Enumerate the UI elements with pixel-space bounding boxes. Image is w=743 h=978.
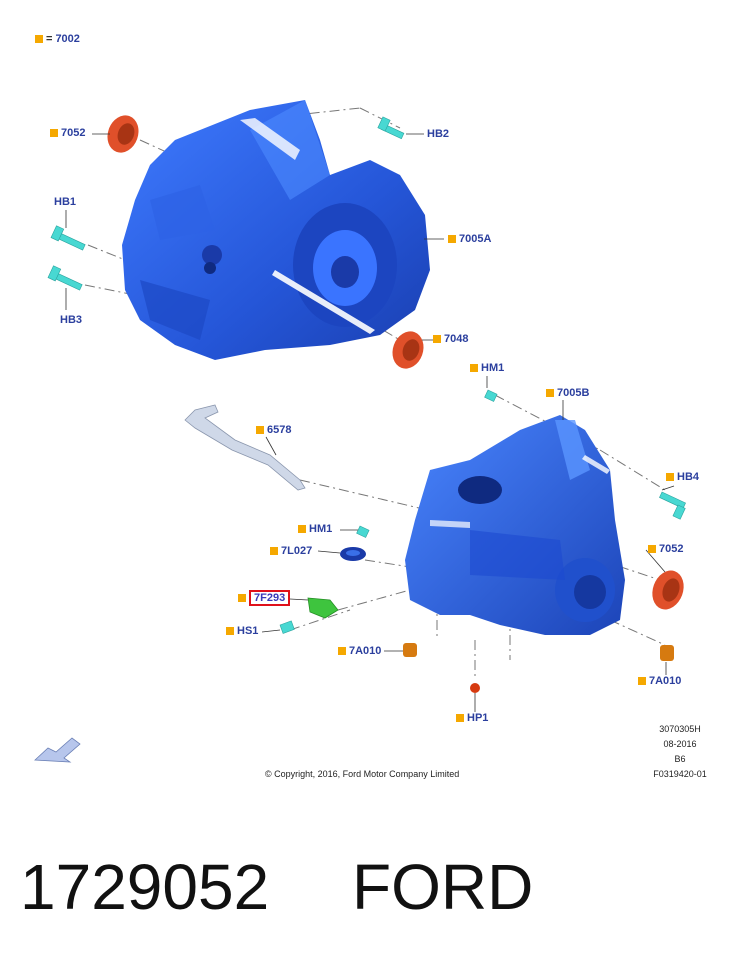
copyright: © Copyright, 2016, Ford Motor Company Li… xyxy=(265,769,460,779)
plug-hp1 xyxy=(470,683,480,693)
label-text: 7005B xyxy=(557,387,590,399)
marker-icon xyxy=(35,35,43,43)
sensor-7f293 xyxy=(307,597,339,619)
bolt-hb4 xyxy=(659,491,686,520)
label-6578[interactable]: 6578 xyxy=(256,424,291,436)
label-text: HB3 xyxy=(60,314,83,326)
legend-eq: = xyxy=(46,33,53,45)
ref-variant: B6 xyxy=(674,754,686,764)
bolt-hm1-mid xyxy=(356,525,370,538)
marker-icon xyxy=(456,714,464,722)
marker-icon xyxy=(238,594,246,602)
marker-icon xyxy=(256,426,264,434)
marker-icon xyxy=(270,547,278,555)
marker-icon xyxy=(666,473,674,481)
brand: FORD xyxy=(352,851,534,923)
direction-arrow-icon xyxy=(34,737,81,763)
label-text: HP1 xyxy=(467,712,489,724)
legend-code: 7002 xyxy=(55,33,80,45)
marker-icon xyxy=(226,627,234,635)
bolt-hb3 xyxy=(47,265,83,291)
marker-icon xyxy=(470,364,478,372)
leader-lines xyxy=(65,133,675,712)
label-text: 7048 xyxy=(444,333,469,345)
label-text: HB4 xyxy=(677,471,700,483)
label-text: HS1 xyxy=(237,625,259,637)
marker-icon xyxy=(546,389,554,397)
label-text: HB1 xyxy=(54,196,77,208)
label-text-highlighted: 7F293 xyxy=(249,590,291,606)
marker-icon xyxy=(433,335,441,343)
bolts xyxy=(47,116,686,634)
label-text: 7005A xyxy=(459,233,492,245)
label-hb1[interactable]: HB1 xyxy=(54,196,76,208)
plug-7a010-left xyxy=(403,643,417,657)
bolt-hs1 xyxy=(279,620,295,634)
label-text: HM1 xyxy=(481,362,505,374)
bolt-hb2 xyxy=(377,116,405,140)
reference-block: 3070305H 08-2016 B6 F0319420-01 xyxy=(640,722,720,782)
label-7a010-right[interactable]: 7A010 xyxy=(638,675,681,687)
ref-date: 08-2016 xyxy=(663,739,697,749)
label-hb2[interactable]: HB2 xyxy=(427,128,449,140)
marker-icon xyxy=(448,235,456,243)
label-7l027[interactable]: 7L027 xyxy=(270,545,312,557)
seal-7048 xyxy=(392,331,424,369)
gearbox-housing-7005b xyxy=(405,415,625,635)
label-hs1[interactable]: HS1 xyxy=(226,625,258,637)
label-hb4[interactable]: HB4 xyxy=(666,471,699,483)
label-7005a[interactable]: 7005A xyxy=(448,233,491,245)
marker-icon xyxy=(338,647,346,655)
label-7052-top[interactable]: 7052 xyxy=(50,127,85,139)
label-text: 7A010 xyxy=(349,645,382,657)
label-7a010-left[interactable]: 7A010 xyxy=(338,645,381,657)
marker-icon xyxy=(648,545,656,553)
shift-rod-6578 xyxy=(184,404,306,491)
label-7005b[interactable]: 7005B xyxy=(546,387,589,399)
marker-icon xyxy=(50,129,58,137)
ref-number: 3070305H xyxy=(659,724,701,734)
label-7048[interactable]: 7048 xyxy=(433,333,468,345)
label-hm1-top[interactable]: HM1 xyxy=(470,362,504,374)
bolt-hb1 xyxy=(50,225,86,251)
label-text: 7052 xyxy=(659,543,684,555)
label-text: 7052 xyxy=(61,127,86,139)
label-7052-right[interactable]: 7052 xyxy=(648,543,683,555)
legend: = 7002 xyxy=(35,33,80,45)
label-text: HM1 xyxy=(309,523,333,535)
seal-7052-top xyxy=(107,115,139,153)
label-text: 7A010 xyxy=(649,675,682,687)
plug-7a010-right xyxy=(660,645,674,661)
bolt-hm1-top xyxy=(484,389,498,402)
seal-7l027 xyxy=(340,547,366,561)
bell-housing-7005a xyxy=(122,100,430,360)
label-7f293[interactable]: 7F293 xyxy=(238,590,291,606)
label-text: HB2 xyxy=(427,128,450,140)
ref-figure: F0319420-01 xyxy=(653,769,707,779)
label-text: 7L027 xyxy=(281,545,313,557)
marker-icon xyxy=(638,677,646,685)
label-hp1[interactable]: HP1 xyxy=(456,712,488,724)
label-hm1-mid[interactable]: HM1 xyxy=(298,523,332,535)
label-text: 6578 xyxy=(267,424,292,436)
label-hb3[interactable]: HB3 xyxy=(60,314,82,326)
marker-icon xyxy=(298,525,306,533)
part-number: 1729052 xyxy=(20,851,270,923)
seal-7052-right xyxy=(652,570,684,610)
